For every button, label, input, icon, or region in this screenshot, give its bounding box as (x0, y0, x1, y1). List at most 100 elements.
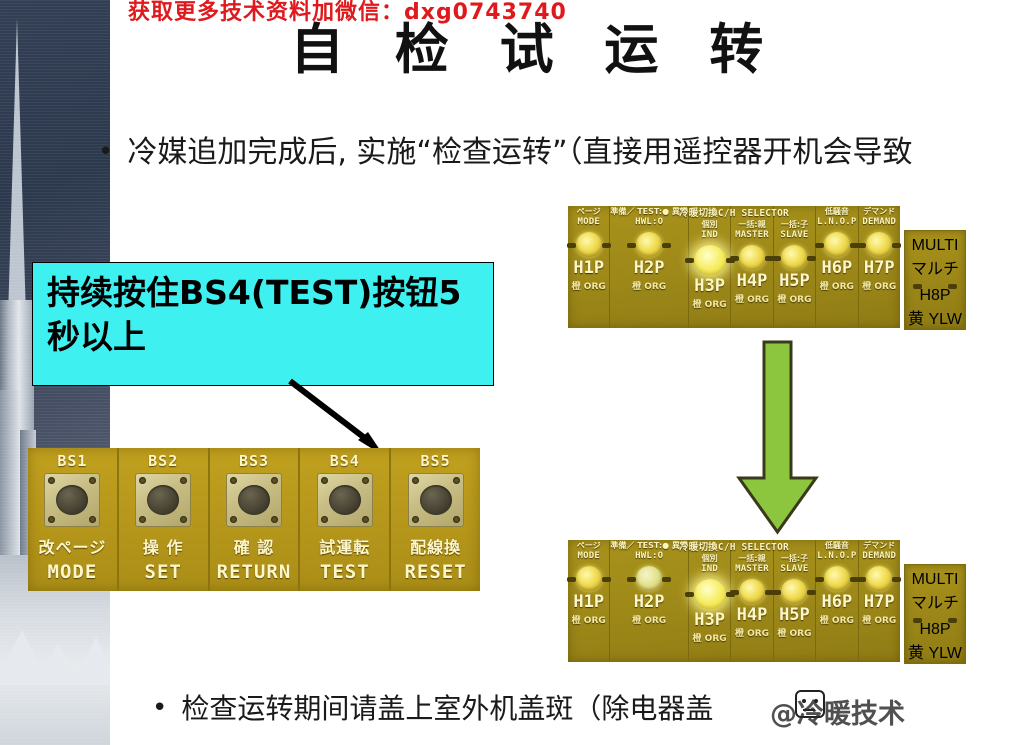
button-jp-label-bs3: 確 認 (233, 538, 275, 557)
led-code-h3p-bottom: H3P (694, 610, 725, 631)
led-en-label-h2p-bottom: HWL:O (635, 550, 664, 561)
tact-switch-bs5[interactable] (407, 473, 464, 527)
led-jp-label-h7p-top: デマンド (863, 207, 896, 216)
led-code-h8p-top: H8P (919, 287, 951, 304)
led-color-h4p-top: 橙 ORG (734, 295, 770, 306)
button-en-label-bs3: RETURN (216, 561, 292, 583)
led-lamp-h3p-top (684, 245, 735, 276)
led-color-h1p-bottom: 橙 ORG (571, 616, 606, 627)
led-jp-label-h5p-top: 一括:子 (780, 220, 809, 229)
led-code-h4p-top: H4P (736, 271, 768, 292)
led-cell-h1p-top: ページ MODE H1P 橙 ORG (566, 206, 611, 328)
led-lamp-h1p-bottom (566, 566, 611, 592)
led-cell-h3p-bottom: 個別 IND H3P 橙 ORG (684, 540, 735, 662)
led-jp-label-h4p-bottom: 一括:親 (738, 554, 766, 563)
led-code-h2p-bottom: H2P (633, 592, 665, 613)
led-code-h6p-bottom: H6P (821, 592, 853, 613)
led-color-h5p-bottom: 橙 ORG (777, 629, 812, 640)
led-cell-h7p-top: デマンド DEMAND H7P 橙 ORG (857, 206, 902, 328)
led-code-h7p-top: H7P (863, 258, 895, 279)
led-en-label-h5p-bottom: SLAVE (780, 563, 809, 574)
led-indicator-board-top: 冷暖切換C/H SELECTOR ページ MODE H1P 橙 ORG 準備／ … (566, 206, 968, 334)
led-cell-h2p-bottom: 準備／ TEST:● 異常 HWL:O H2P 橙 ORG (610, 540, 689, 662)
button-cell-bs5[interactable]: BS5 配線換 RESET (391, 448, 480, 591)
tact-switch-bs4[interactable] (316, 473, 373, 527)
led-en-label-h3p-top: IND (701, 229, 719, 240)
led-cell-h4p-top: 一括:親 MASTER H4P 橙 ORG (730, 206, 774, 328)
led-lamp-h3p-bottom (684, 579, 735, 610)
photo-peak-3 (72, 637, 110, 685)
led-indicator-board-bottom: 冷暖切換C/H SELECTOR ページ MODE H1P 橙 ORG 準備／ … (566, 540, 968, 668)
led-sub-panel-h8p-top: MULTI マルチ H8P 黄 YLW (904, 230, 966, 330)
tact-switch-bs3[interactable] (225, 473, 282, 527)
watermark-smiley-icon (795, 690, 825, 718)
button-cell-bs1[interactable]: BS1 改ページ MODE (28, 448, 119, 591)
led-code-h5p-top: H5P (779, 271, 810, 292)
button-code-bs2: BS2 (148, 452, 179, 470)
led-lamp-h2p-top (627, 232, 672, 258)
led-color-h8p-top: 黄 YLW (908, 311, 962, 328)
led-en-label-h3p-bottom: IND (701, 563, 719, 574)
button-cell-bs2[interactable]: BS2 操 作 SET (119, 448, 210, 591)
led-cell-h3p-top: 個別 IND H3P 橙 ORG (684, 206, 735, 328)
led-color-h2p-bottom: 橙 ORG (632, 616, 667, 627)
instruction-callout-text: 持续按住BS4(TEST)按钮5秒以上 (47, 273, 462, 356)
led-lamp-h5p-top (772, 245, 817, 271)
button-jp-label-bs5: 配線換 (410, 538, 462, 557)
tact-switch-bs2[interactable] (135, 473, 192, 527)
led-jp-label-h6p-bottom: 低騒音 (824, 541, 849, 550)
led-jp-label-h2p-bottom: 準備／ TEST:● 異常 (610, 541, 688, 550)
led-code-h1p-bottom: H1P (573, 592, 605, 613)
led-color-h7p-bottom: 橙 ORG (862, 616, 897, 627)
led-en-label-h8p-top: MULTI (911, 237, 959, 254)
led-lamp-h7p-top (857, 232, 902, 258)
led-cell-h4p-bottom: 一括:親 MASTER H4P 橙 ORG (730, 540, 774, 662)
led-jp-label-h2p-top: 準備／ TEST:● 異常 (610, 207, 688, 216)
top-watermark-text: 获取更多技术资料加微信：dxg0743740 (128, 0, 567, 25)
led-lamp-h4p-bottom (730, 579, 774, 605)
led-lamp-h5p-bottom (772, 579, 817, 605)
photo-spire (8, 18, 26, 318)
led-jp-label-h1p-bottom: ページ (576, 541, 601, 550)
led-lamp-h1p-top (566, 232, 611, 258)
led-lamp-h6p-bottom (814, 566, 859, 592)
led-en-label-h4p-bottom: MASTER (735, 563, 769, 574)
bullet-line-1: •冷媒追加完成后, 实施“检查运转”（直接用遥控器开机会导致 (98, 127, 913, 171)
led-color-h7p-top: 橙 ORG (862, 282, 897, 293)
bullet-text: 检查运转期间请盖上室外机盖斑（除电器盖 (181, 692, 714, 725)
led-en-label-h1p-bottom: MODE (577, 550, 600, 561)
led-lamp-h6p-top (814, 232, 859, 258)
tact-switch-bs1[interactable] (44, 473, 101, 527)
led-cell-h5p-bottom: 一括:子 SLAVE H5P 橙 ORG (772, 540, 817, 662)
led-jp-label-h8p-bottom: マルチ (910, 595, 959, 612)
led-lamp-h4p-top (730, 245, 774, 271)
led-color-h6p-top: 橙 ORG (819, 282, 854, 293)
button-en-label-bs1: MODE (47, 561, 98, 583)
button-cell-bs4[interactable]: BS4 試運転 TEST (300, 448, 392, 591)
led-en-label-h4p-top: MASTER (735, 229, 769, 240)
led-code-h5p-bottom: H5P (779, 605, 810, 626)
led-code-h8p-bottom: H8P (919, 621, 951, 638)
button-en-label-bs5: RESET (404, 561, 467, 583)
led-code-h7p-bottom: H7P (863, 592, 895, 613)
led-en-label-h2p-top: HWL:O (635, 216, 664, 227)
led-jp-label-h5p-bottom: 一括:子 (780, 554, 809, 563)
led-color-h2p-top: 橙 ORG (632, 282, 667, 293)
led-lamp-h2p-bottom (627, 566, 672, 592)
button-cell-bs3[interactable]: BS3 確 認 RETURN (210, 448, 301, 591)
page-title: 自 检 试 运 转 (290, 18, 780, 81)
led-en-label-h6p-top: L.N.O.P (817, 216, 857, 227)
led-en-label-h1p-top: MODE (577, 216, 600, 227)
led-color-h6p-bottom: 橙 ORG (819, 616, 854, 627)
button-jp-label-bs2: 操 作 (142, 538, 184, 557)
led-color-h5p-top: 橙 ORG (777, 295, 812, 306)
button-code-bs3: BS3 (238, 452, 270, 470)
led-en-label-h8p-bottom: MULTI (911, 571, 959, 588)
button-code-bs4: BS4 (329, 452, 360, 470)
green-down-arrow-icon (736, 340, 819, 535)
bullet-line-2: •检查运转期间请盖上室外机盖斑（除电器盖 (152, 687, 713, 727)
led-jp-label-h7p-bottom: デマンド (863, 541, 896, 550)
led-cell-h6p-top: 低騒音 L.N.O.P H6P 橙 ORG (814, 206, 859, 328)
led-jp-label-h1p-top: ページ (576, 207, 601, 216)
